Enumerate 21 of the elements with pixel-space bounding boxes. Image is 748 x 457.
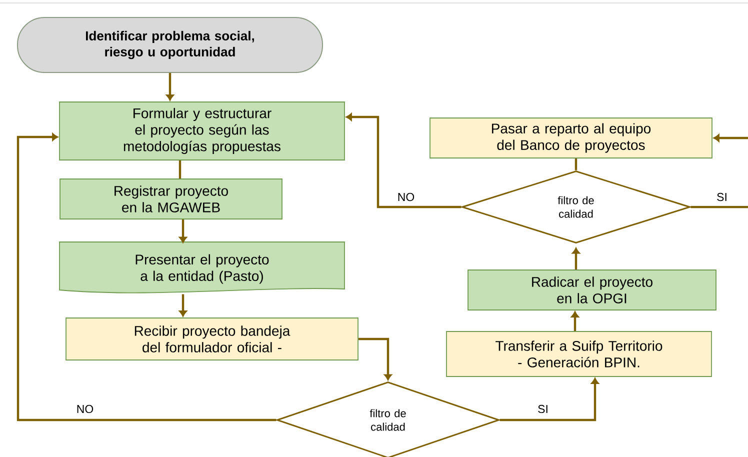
connector-arrow bbox=[713, 134, 748, 142]
connector-arrow bbox=[346, 113, 462, 208]
connector-arrow bbox=[572, 248, 580, 270]
start-terminal: Identificar problema social, riesgo u oportunidad bbox=[17, 17, 323, 73]
connector-arrow bbox=[500, 378, 599, 422]
edge-label: NO bbox=[75, 404, 95, 414]
connector-arrow bbox=[179, 294, 187, 317]
edge-label: NO bbox=[396, 192, 416, 202]
connector-arrow bbox=[166, 73, 174, 101]
process-box: Formular y estructurar el proyecto según las metodologías propuestas bbox=[59, 102, 345, 160]
connector-arrow bbox=[16, 133, 276, 422]
process-box: Pasar a reparto al equipo del Banco de proyectos bbox=[430, 118, 712, 158]
process-box: Transferir a Suifp Territorio - Generación BPIN. bbox=[446, 331, 712, 377]
connector-arrow bbox=[571, 311, 579, 332]
edge-label: SI bbox=[536, 404, 550, 414]
process-box: Recibir proyecto bandeja del formulador oficial - bbox=[66, 318, 358, 360]
process-box: Radicar el proyecto en la OPGI bbox=[468, 270, 716, 310]
connector-arrow bbox=[358, 338, 392, 380]
connector-arrow bbox=[179, 219, 187, 243]
edge-label: SI bbox=[716, 192, 728, 202]
process-box: Registrar proyecto en la MGAWEB bbox=[60, 178, 282, 220]
